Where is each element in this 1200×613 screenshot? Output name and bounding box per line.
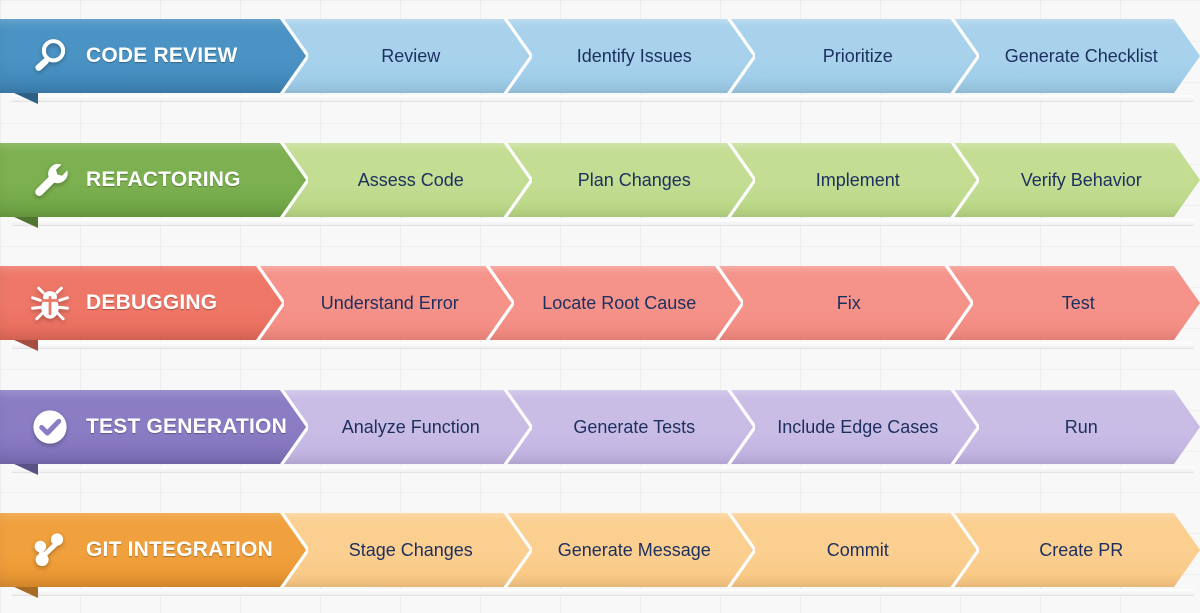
row-header-refactoring[interactable]: REFACTORING bbox=[0, 143, 306, 217]
step-chevron[interactable]: Prioritize bbox=[727, 19, 977, 93]
step-chevron[interactable]: Include Edge Cases bbox=[727, 390, 977, 464]
step-chevron[interactable]: Fix bbox=[715, 266, 971, 340]
ribbon-fold bbox=[12, 216, 38, 228]
workflow-row-debugging: DEBUGGING Understand Error Locate Root C… bbox=[0, 266, 1200, 351]
workflow-row-test-generation: TEST GENERATION Analyze Function Generat… bbox=[0, 390, 1200, 475]
step-chevron[interactable]: Generate Tests bbox=[504, 390, 754, 464]
step-chevron[interactable]: Generate Message bbox=[504, 513, 754, 587]
check-circle-icon bbox=[28, 405, 72, 449]
row-label: CODE REVIEW bbox=[86, 44, 238, 67]
step-list: Understand Error Locate Root Cause Fix T… bbox=[256, 266, 1200, 340]
step-list: Review Identify Issues Prioritize Genera… bbox=[280, 19, 1200, 93]
row-label: REFACTORING bbox=[86, 168, 241, 191]
step-chevron[interactable]: Verify Behavior bbox=[951, 143, 1200, 217]
workflow-row-code-review: CODE REVIEW Review Identify Issues Prior… bbox=[0, 19, 1200, 104]
step-chevron[interactable]: Generate Checklist bbox=[951, 19, 1200, 93]
step-chevron[interactable]: Create PR bbox=[951, 513, 1200, 587]
step-chevron[interactable]: Review bbox=[280, 19, 530, 93]
wrench-icon bbox=[28, 158, 72, 202]
row-header-debugging[interactable]: DEBUGGING bbox=[0, 266, 282, 340]
row-header-test-generation[interactable]: TEST GENERATION bbox=[0, 390, 306, 464]
git-branch-icon bbox=[28, 528, 72, 572]
step-list: Stage Changes Generate Message Commit Cr… bbox=[280, 513, 1200, 587]
step-chevron[interactable]: Assess Code bbox=[280, 143, 530, 217]
ribbon-fold bbox=[12, 586, 38, 598]
step-chevron[interactable]: Plan Changes bbox=[504, 143, 754, 217]
step-chevron[interactable]: Test bbox=[945, 266, 1200, 340]
step-chevron[interactable]: Analyze Function bbox=[280, 390, 530, 464]
ribbon-fold bbox=[12, 463, 38, 475]
step-list: Assess Code Plan Changes Implement Verif… bbox=[280, 143, 1200, 217]
row-label: DEBUGGING bbox=[86, 291, 218, 314]
step-chevron[interactable]: Understand Error bbox=[256, 266, 512, 340]
magnifier-icon bbox=[28, 34, 72, 78]
step-chevron[interactable]: Locate Root Cause bbox=[486, 266, 742, 340]
step-chevron[interactable]: Commit bbox=[727, 513, 977, 587]
row-label: TEST GENERATION bbox=[86, 415, 287, 438]
row-header-code-review[interactable]: CODE REVIEW bbox=[0, 19, 306, 93]
step-list: Analyze Function Generate Tests Include … bbox=[280, 390, 1200, 464]
bug-icon bbox=[28, 281, 72, 325]
ribbon-fold bbox=[12, 92, 38, 104]
row-label: GIT INTEGRATION bbox=[86, 538, 273, 561]
step-chevron[interactable]: Implement bbox=[727, 143, 977, 217]
workflow-row-refactoring: REFACTORING Assess Code Plan Changes Imp… bbox=[0, 143, 1200, 228]
step-chevron[interactable]: Identify Issues bbox=[504, 19, 754, 93]
workflow-row-git-integration: GIT INTEGRATION Stage Changes Generate M… bbox=[0, 513, 1200, 598]
step-chevron[interactable]: Stage Changes bbox=[280, 513, 530, 587]
ribbon-fold bbox=[12, 339, 38, 351]
step-chevron[interactable]: Run bbox=[951, 390, 1200, 464]
row-header-git-integration[interactable]: GIT INTEGRATION bbox=[0, 513, 306, 587]
